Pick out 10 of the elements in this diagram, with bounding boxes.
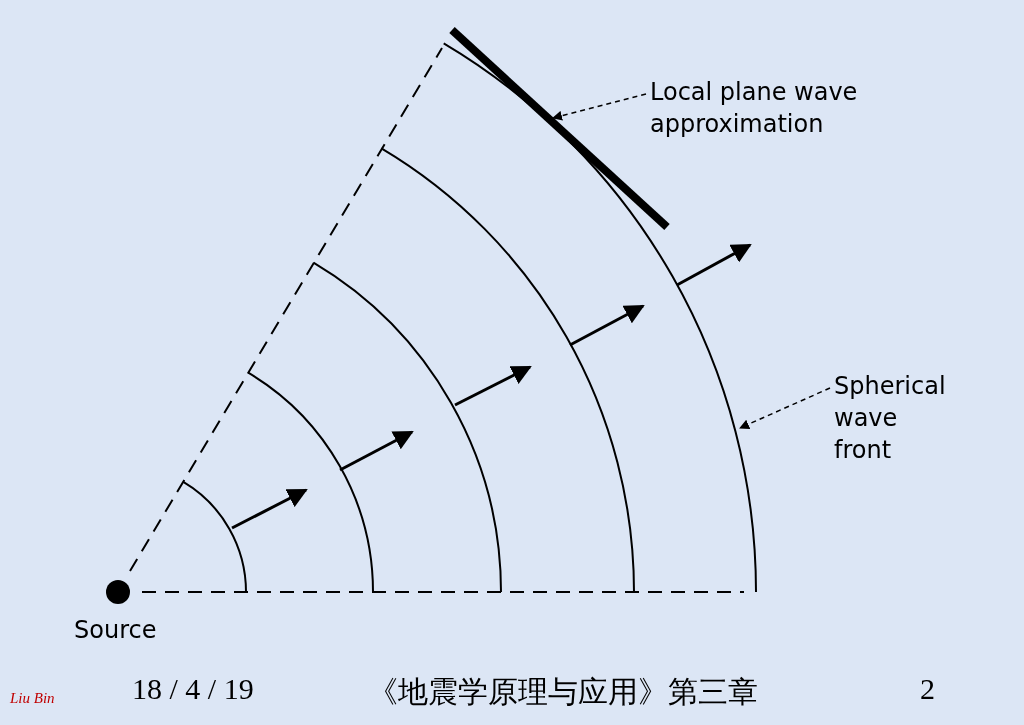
leader-line <box>739 387 831 429</box>
date-text: 18 / 4 / 19 <box>132 672 254 706</box>
page-number: 2 <box>920 672 935 706</box>
author-signature: Liu Bin <box>10 690 55 707</box>
leader-line <box>552 93 647 121</box>
callout-text: Local plane wave approximation <box>650 76 870 140</box>
chapter-title: 《地震学原理与应用》第三章 <box>368 674 758 710</box>
source-label: Source <box>74 615 157 646</box>
source-dot <box>106 580 130 604</box>
callout-text: Spherical wave front <box>834 370 954 466</box>
